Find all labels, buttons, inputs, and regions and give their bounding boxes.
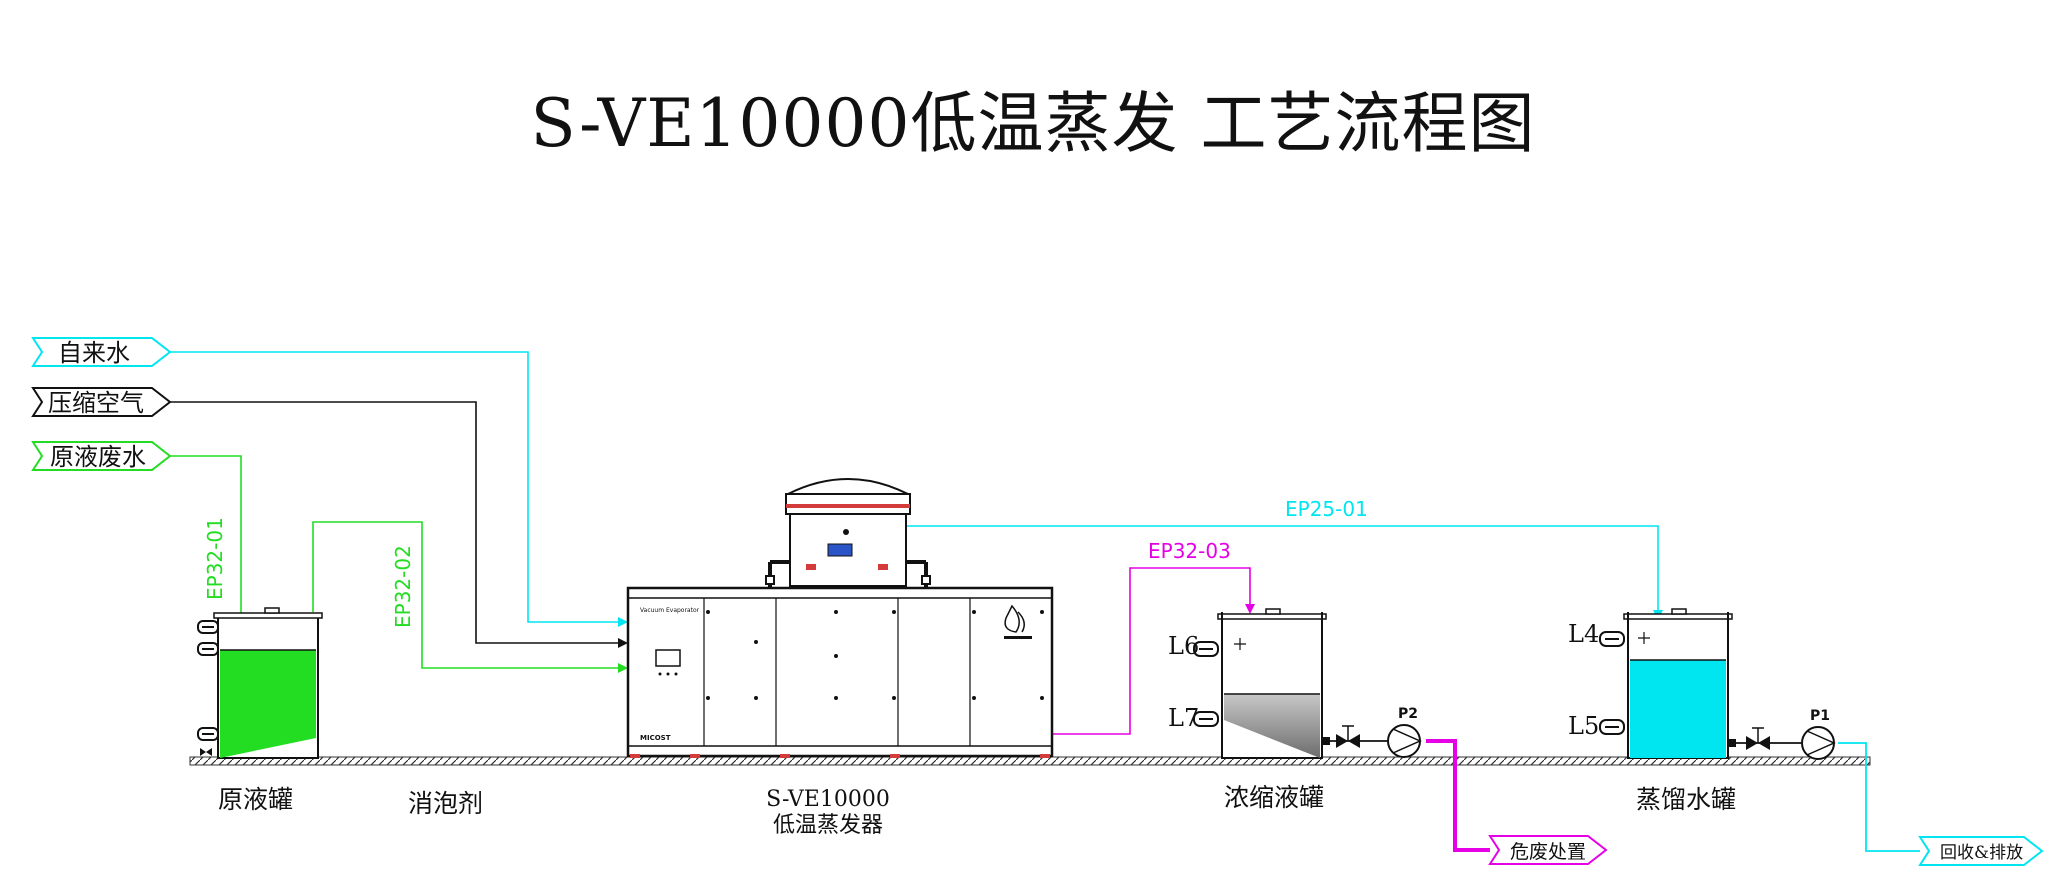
raw-wastewater-label: 原液废水 (50, 443, 146, 471)
pipe-label-ep32-01: EP32-01 (203, 517, 227, 600)
raw-tank-level-sensor-mid (197, 642, 219, 656)
raw-liquid-tank (197, 607, 323, 759)
distillate-pipe-ep25-01 (896, 525, 1663, 620)
sensor-label-l5: L5 (1568, 712, 1599, 740)
tap-water-label: 自来水 (58, 339, 130, 367)
pump-p2-icon (1387, 724, 1422, 758)
level-sensor-l7 (1193, 711, 1219, 727)
level-sensor-l5 (1599, 719, 1625, 735)
pump-label-p1: P1 (1810, 708, 1830, 724)
pipe-label-ep32-03: EP32-03 (1148, 539, 1231, 563)
sensor-label-l4: L4 (1568, 620, 1599, 648)
evaporator-control-panel (655, 649, 681, 667)
low-temp-evaporator: Vacuum Evaporator MICOST (626, 478, 1054, 758)
evaporator-nameplate: Vacuum Evaporator (640, 607, 700, 614)
pipe-label-ep32-02: EP32-02 (391, 545, 415, 628)
page-title: S-VE10000低温蒸发 工艺流程图 (530, 85, 1536, 162)
input-compressed-air: 压缩空气 (31, 387, 172, 417)
hazardous-outlet-pipe (1426, 739, 1490, 852)
level-sensor-l6 (1193, 641, 1219, 657)
sensor-label-l6: L6 (1168, 632, 1199, 660)
concentrate-tank (1193, 608, 1422, 759)
compressed-air-label: 压缩空气 (48, 389, 144, 417)
raw-tank-label: 原液罐 (218, 785, 293, 814)
feed-pipe-ep32-02 (312, 521, 628, 673)
output-hazardous-disposal: 危废处置 (1488, 835, 1608, 865)
evaporator-name-label: 低温蒸发器 (773, 813, 883, 838)
pump-label-p2: P2 (1398, 706, 1418, 722)
pipe-label-ep25-01: EP25-01 (1285, 497, 1368, 521)
raw-tank-drain-valve-icon (200, 748, 212, 756)
tap-water-pipe (170, 351, 628, 627)
raw-tank-level-sensor-low (197, 727, 219, 741)
manufacturer-logo-icon (1004, 604, 1032, 639)
hazardous-disposal-label: 危废处置 (1510, 841, 1586, 863)
ground-line (189, 756, 1871, 766)
pump-p1-icon (1801, 726, 1836, 760)
level-sensor-l4 (1599, 631, 1625, 647)
output-recycle-discharge: 回收&排放 (1918, 836, 2044, 866)
recycle-outlet-pipe (1838, 742, 1920, 852)
evaporator-badge: MICOST (640, 734, 671, 742)
raw-tank-level-sensor-high (197, 620, 219, 634)
defoamer-label: 消泡剂 (408, 789, 483, 818)
vacuum-unit-display (827, 543, 853, 557)
raw-wastewater-pipe (170, 455, 246, 630)
recycle-discharge-label: 回收&排放 (1940, 843, 2023, 863)
concentrate-pipe-ep32-03 (1052, 567, 1255, 735)
distillate-tank (1599, 608, 1836, 760)
concentrate-tank-label: 浓缩液罐 (1224, 783, 1324, 812)
sensor-label-l7: L7 (1168, 704, 1199, 732)
evaporator-model-label: S-VE10000 (766, 787, 890, 812)
distillate-tank-label: 蒸馏水罐 (1636, 785, 1736, 814)
compressed-air-pipe (170, 401, 628, 648)
input-raw-wastewater: 原液废水 (31, 441, 172, 471)
input-tap-water: 自来水 (31, 337, 172, 367)
